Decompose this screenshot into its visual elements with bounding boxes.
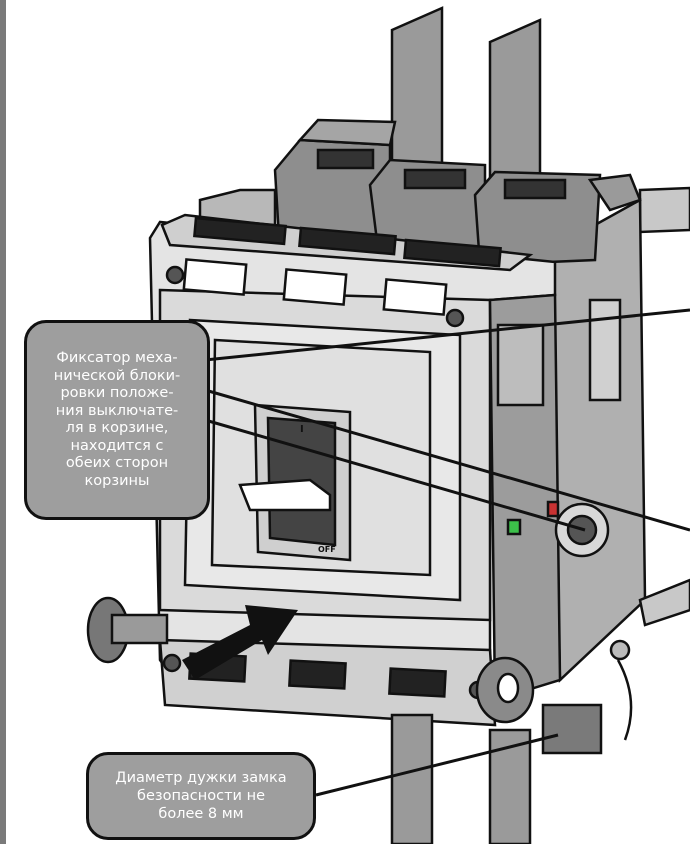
left-frame-edge: [0, 0, 6, 844]
right-lock-ring: [475, 656, 535, 724]
lock-fixator-callout: Фиксатор меха- нической блоки- ровки пол…: [24, 320, 210, 520]
insertion-arrow: [182, 605, 298, 680]
callout-line: корзины: [84, 472, 150, 489]
busbars-bottom: [390, 713, 532, 844]
callout-line: Фиксатор меха-: [56, 350, 178, 366]
callout-line: безопасности не: [137, 788, 265, 804]
top-modules: [198, 118, 642, 267]
callout-line: находится с: [70, 437, 164, 454]
callout-line: более 8 мм: [158, 806, 244, 822]
callout-line: обеих сторон: [65, 455, 169, 471]
callout-line: ля в корзине,: [65, 420, 169, 436]
padlock-diameter-callout: Диаметр дужки замка безопасности не боле…: [86, 752, 316, 840]
padlock: [541, 703, 603, 755]
switch-off-mark: OFF: [318, 545, 336, 554]
callout-line: Диаметр дужки замка: [115, 770, 287, 786]
switch-on-mark: I: [300, 424, 304, 435]
callout-line: нической блоки-: [53, 367, 181, 384]
leader-lines: [204, 308, 690, 797]
callout-line: ровки положе-: [60, 385, 174, 401]
breaker-body: [148, 213, 557, 727]
callout-line: ния выключате-: [55, 402, 179, 419]
left-lock-knob: [86, 596, 169, 664]
